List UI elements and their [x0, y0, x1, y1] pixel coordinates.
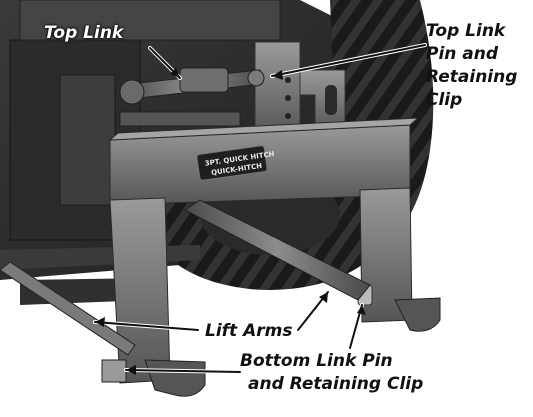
- label-bottom-link-pin-line-2: and Retaining Clip: [248, 374, 424, 394]
- label-top-link-pin-line-3: Retaining: [426, 67, 518, 87]
- hitch-crossbar: 3PT. QUICK HITCH QUICK-HITCH: [108, 117, 420, 206]
- arrow-heads: [95, 68, 366, 375]
- label-lift-arms: Lift Arms: [203, 320, 295, 342]
- top-link-bar: [119, 67, 265, 127]
- label-top-link: Top Link: [44, 23, 124, 43]
- diagonal-brace: [184, 199, 371, 301]
- label-top-link-pin: Top Link Pin and Retaining Clip: [426, 20, 517, 112]
- label-bottom-link-pin-line-1: Bottom Link Pin: [240, 351, 393, 371]
- label-top-link-pin-line-2: Pin and: [426, 44, 499, 64]
- hitch-right-leg: [357, 187, 441, 332]
- label-top-link-pin-line-4: Clip: [426, 90, 463, 110]
- top-mast: [254, 41, 346, 138]
- label-top-link-pin-line-1: Top Link: [426, 21, 506, 41]
- lift-arm: [0, 261, 136, 383]
- label-bottom-link-pin: Bottom Link Pin and Retaining Clip: [240, 350, 423, 396]
